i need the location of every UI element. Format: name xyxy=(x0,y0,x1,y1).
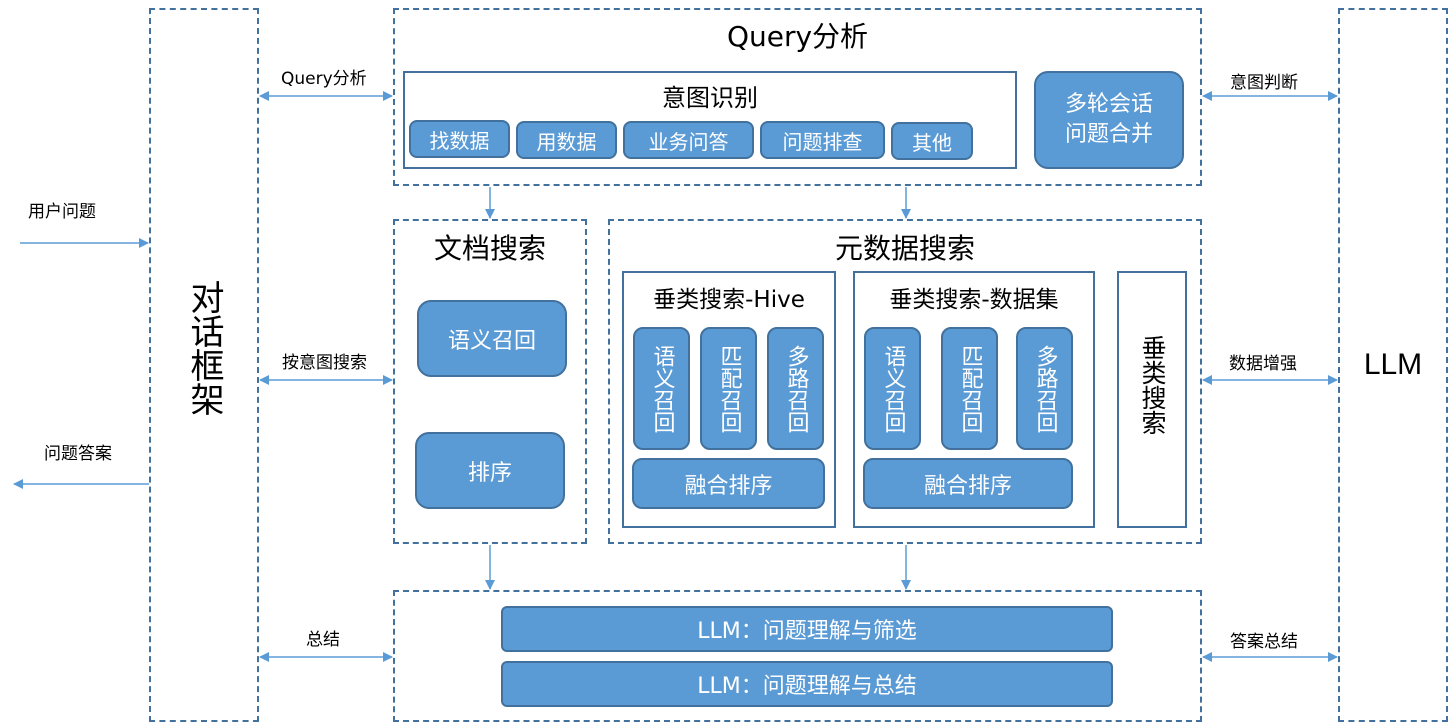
dataset-multi-recall: 多路召回 xyxy=(1016,327,1073,450)
hive-semantic-recall: 语义召回 xyxy=(633,327,690,450)
intent-troubleshoot: 问题排查 xyxy=(760,121,885,159)
llm-box xyxy=(1338,8,1448,722)
edge-label-intent-judge: 意图判断 xyxy=(1230,73,1298,93)
hive-search-title: 垂类搜索-Hive xyxy=(653,287,805,313)
query-analysis-title: Query分析 xyxy=(726,20,869,53)
dataset-fusion-rank: 融合排序 xyxy=(863,458,1073,509)
dataset-search-box xyxy=(853,271,1095,528)
query-analysis-box xyxy=(393,8,1202,186)
intent-other: 其他 xyxy=(891,122,973,160)
hive-match-recall: 匹配召回 xyxy=(700,327,757,450)
meta-search-title: 元数据搜索 xyxy=(834,232,975,265)
edge-label-user-question: 用户问题 xyxy=(28,202,96,222)
edge-label-data-enhance: 数据增强 xyxy=(1229,354,1297,374)
doc-rank: 排序 xyxy=(415,432,565,509)
llm-understand-filter: LLM：问题理解与筛选 xyxy=(501,606,1113,652)
hive-search-box xyxy=(622,271,836,528)
meta-search-box xyxy=(608,219,1202,544)
doc-search-box xyxy=(393,219,587,544)
doc-search-title: 文档搜索 xyxy=(433,232,546,265)
edge-label-answer: 问题答案 xyxy=(44,444,112,464)
hive-fusion-rank: 融合排序 xyxy=(632,458,825,509)
llm-understand-summarize: LLM：问题理解与总结 xyxy=(501,661,1113,707)
multi-turn-merge: 多轮会话 问题合并 xyxy=(1034,71,1184,169)
dataset-search-title: 垂类搜索-数据集 xyxy=(889,287,1059,313)
hive-multi-recall: 多路召回 xyxy=(767,327,824,450)
doc-semantic-recall: 语义召回 xyxy=(417,300,567,377)
intent-business-qa: 业务问答 xyxy=(623,121,754,159)
edge-label-answer-summary: 答案总结 xyxy=(1230,632,1298,652)
intent-use-data: 用数据 xyxy=(516,121,617,159)
edge-label-query-analysis: Query分析 xyxy=(281,69,367,89)
dataset-match-recall: 匹配召回 xyxy=(941,327,998,450)
edge-label-summary: 总结 xyxy=(306,630,340,650)
summary-box xyxy=(393,590,1202,722)
edge-label-intent-search: 按意图搜索 xyxy=(282,353,367,373)
dialog-framework-label: 对话框架 xyxy=(184,280,224,416)
dialog-framework-box xyxy=(149,8,259,722)
vertical-search-box xyxy=(1117,271,1187,528)
vertical-search-label: 垂类搜索 xyxy=(1138,335,1167,435)
intent-find-data: 找数据 xyxy=(409,120,510,158)
intent-recognition-box xyxy=(403,71,1017,169)
dataset-semantic-recall: 语义召回 xyxy=(864,327,921,450)
llm-label: LLM xyxy=(1363,348,1423,381)
intent-recognition-title: 意图识别 xyxy=(662,83,758,112)
